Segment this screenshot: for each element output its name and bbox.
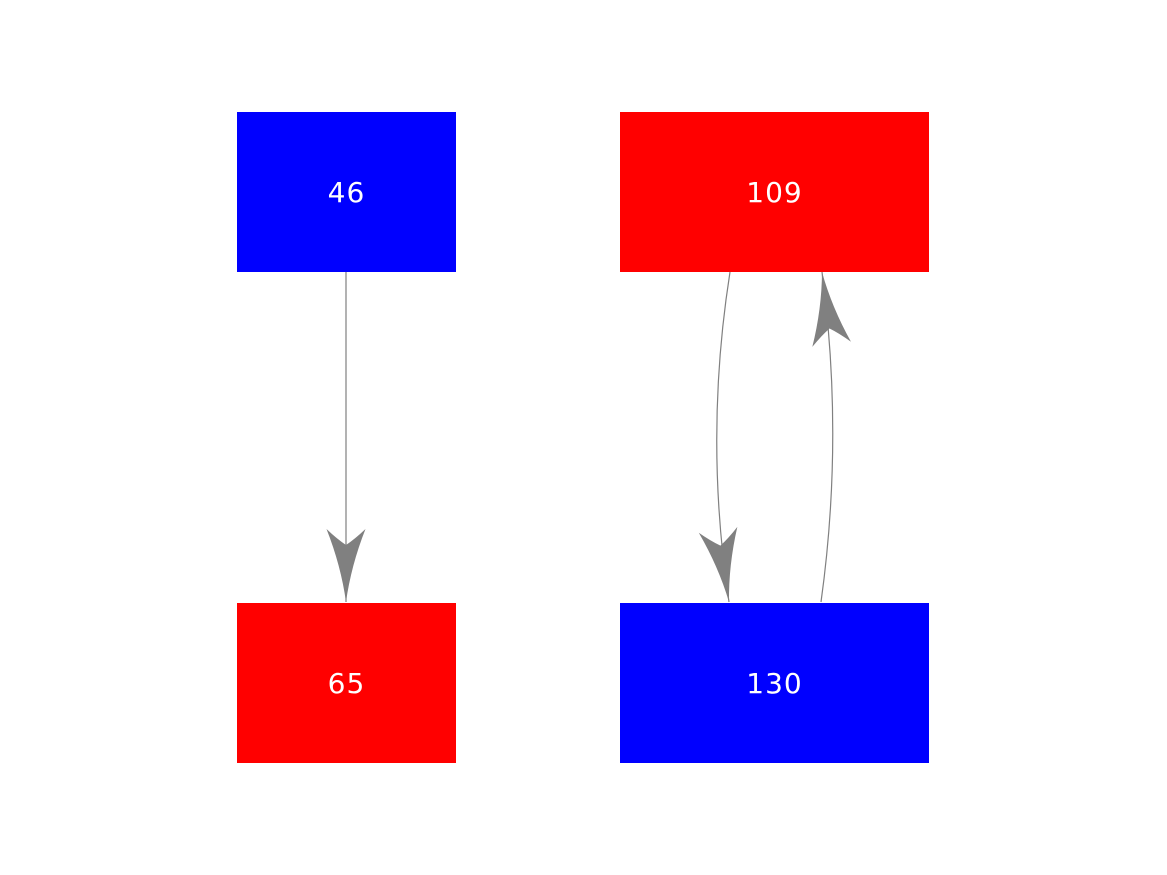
node-130: 130 [620, 603, 929, 763]
node-label: 65 [327, 666, 366, 700]
node-65: 65 [237, 603, 456, 763]
edge-arrowhead [326, 529, 366, 602]
node-109: 109 [620, 112, 929, 272]
edge-arrowhead [698, 526, 738, 602]
node-label: 46 [327, 175, 366, 209]
node-label: 130 [746, 666, 803, 700]
node-label: 109 [746, 175, 803, 209]
node-46: 46 [237, 112, 456, 272]
edge-arrowhead [812, 272, 851, 347]
